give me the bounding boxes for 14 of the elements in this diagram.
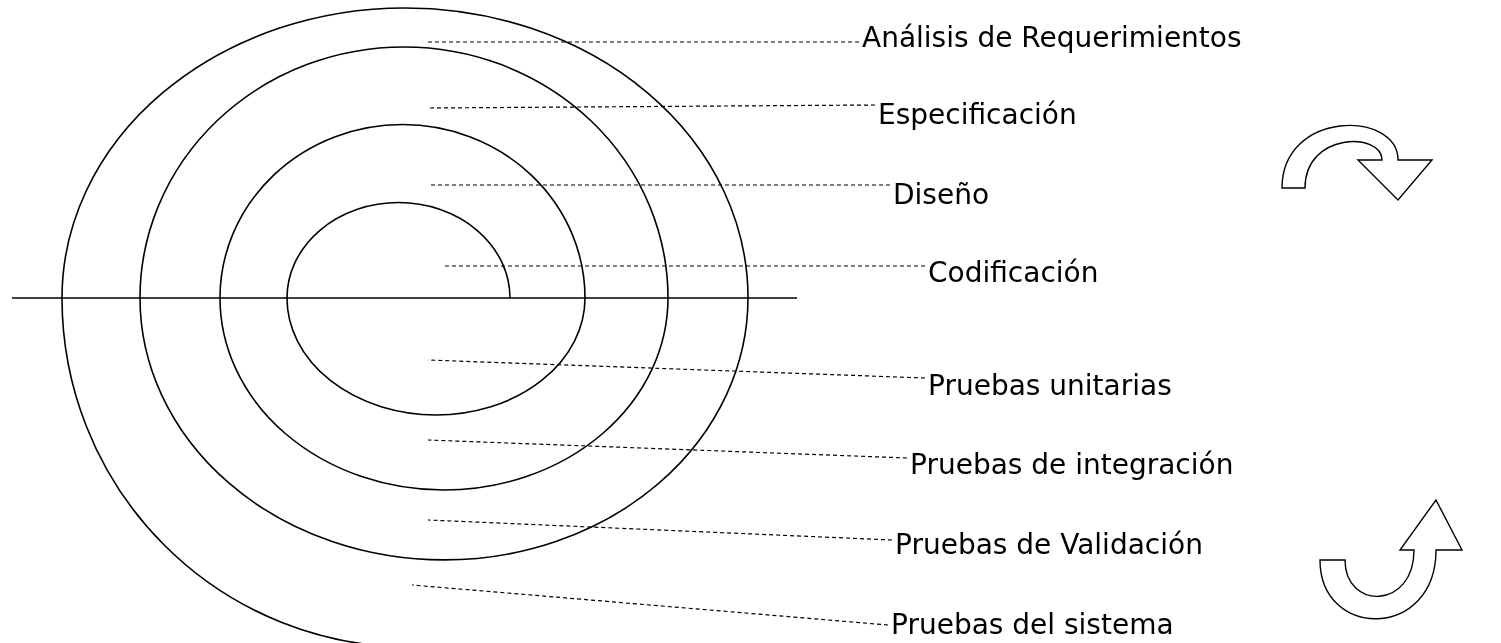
leader-line: [427, 519, 893, 541]
stage-label: Pruebas de Validación: [895, 527, 1203, 563]
stage-label: Diseño: [893, 177, 990, 213]
stage-label: Pruebas unitarias: [928, 368, 1172, 404]
stage-label: Pruebas del sistema: [891, 607, 1174, 643]
stage-label: Codificación: [928, 255, 1099, 291]
stage-label: Especificación: [878, 97, 1077, 133]
leader-line: [444, 265, 926, 267]
leader-line: [427, 41, 860, 43]
leader-line: [427, 439, 908, 459]
stage-label: Pruebas de integración: [910, 447, 1234, 483]
leader-line: [411, 584, 889, 626]
leader-line: [429, 104, 876, 109]
stage-label: Análisis de Requerimientos: [862, 20, 1242, 56]
